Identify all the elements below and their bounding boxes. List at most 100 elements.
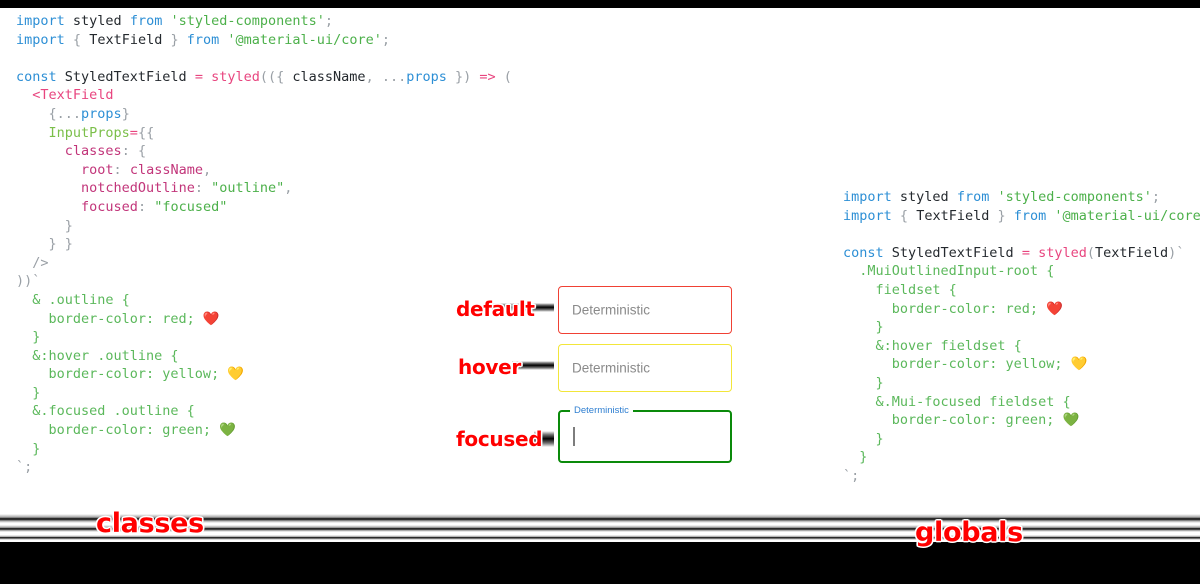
code-token: className xyxy=(129,161,203,178)
code-token: &:hover .outline { xyxy=(16,347,179,364)
code-token: ` xyxy=(1176,244,1185,261)
bottom-divider-zone xyxy=(0,498,1200,584)
code-token: : xyxy=(113,161,122,178)
code-line: import { TextField } from '@material-ui/… xyxy=(843,207,1200,226)
code-token xyxy=(16,218,65,234)
code-token: ` xyxy=(843,467,852,484)
code-token: StyledTextField xyxy=(883,244,1022,261)
code-token: styled xyxy=(891,189,957,205)
code-token: , xyxy=(202,161,212,178)
code-token xyxy=(16,87,32,103)
code-token: TextField xyxy=(81,31,171,48)
code-token: border-color: red; ❤️ xyxy=(16,310,220,327)
code-line: fieldset { xyxy=(843,281,1200,300)
textfield-default[interactable]: Deterministic xyxy=(558,286,732,334)
code-token: &:hover fieldset { xyxy=(843,337,1022,354)
code-token: {{ xyxy=(137,124,155,141)
code-token: border-color: red; ❤️ xyxy=(843,300,1064,317)
code-token: from xyxy=(186,31,220,48)
code-token: } xyxy=(170,31,179,48)
code-token xyxy=(16,106,49,122)
code-token: import xyxy=(843,189,892,205)
code-token: /> xyxy=(32,254,49,271)
code-token xyxy=(1006,208,1014,224)
code-line: } xyxy=(16,217,512,236)
code-token: props xyxy=(81,105,122,122)
code-line: import styled from 'styled-components'; xyxy=(16,12,512,31)
code-token: = xyxy=(194,68,203,85)
code-token: ` xyxy=(32,273,41,290)
code-line: .MuiOutlinedInput-root { xyxy=(843,262,1200,281)
caption-globals: globals xyxy=(915,517,1023,548)
code-token: classes xyxy=(64,143,122,160)
code-token: ... xyxy=(381,68,407,85)
code-line: &.Mui-focused fieldset { xyxy=(843,393,1200,412)
divider-band-2 xyxy=(0,525,1200,532)
code-token: border-color: yellow; 💛 xyxy=(16,366,245,383)
code-line: &:hover fieldset { xyxy=(843,337,1200,356)
code-token: ` xyxy=(16,459,25,476)
code-token: InputProps xyxy=(48,124,130,141)
code-line: focused: "focused" xyxy=(16,198,512,217)
textfield-focused[interactable]: Deterministic xyxy=(558,406,732,463)
connector-hover xyxy=(512,361,554,370)
code-token: = xyxy=(1021,244,1030,261)
code-line: border-color: red; ❤️ xyxy=(843,300,1200,319)
code-token: ; xyxy=(851,467,860,484)
code-token: ) xyxy=(1168,244,1177,261)
code-token: (( xyxy=(259,68,277,85)
code-token: focused xyxy=(81,198,138,215)
code-line: InputProps={{ xyxy=(16,124,512,143)
code-line: import { TextField } from '@material-ui/… xyxy=(16,31,512,50)
code-line: border-color: green; 💚 xyxy=(843,411,1200,430)
code-token: } xyxy=(64,217,73,234)
code-token: { xyxy=(72,31,82,48)
code-token: 'styled-components' xyxy=(170,13,325,29)
code-line xyxy=(843,225,1200,244)
code-token: from xyxy=(1013,207,1047,224)
textfield-focused-outline: Deterministic xyxy=(558,406,732,463)
code-line: {...props} xyxy=(16,105,512,124)
code-line: notchedOutline: "outline", xyxy=(16,179,512,198)
code-token: root xyxy=(81,161,114,178)
annotation-default-label: default xyxy=(456,297,535,321)
code-token: } xyxy=(16,329,41,346)
code-token: props xyxy=(406,68,447,85)
code-token xyxy=(65,32,73,48)
code-token xyxy=(16,199,81,215)
code-token xyxy=(16,125,49,141)
code-line: } xyxy=(843,374,1200,393)
code-token: } xyxy=(843,319,884,336)
code-token: ; xyxy=(24,459,33,476)
code-token: ... xyxy=(56,105,82,122)
code-line: root: className, xyxy=(16,161,512,180)
code-line: &.focused .outline { xyxy=(16,402,512,421)
code-token: 'styled-components' xyxy=(997,189,1152,205)
code-token: styled xyxy=(1038,244,1087,261)
divider-band-1 xyxy=(0,514,1200,523)
code-line: const StyledTextField = styled(TextField… xyxy=(843,244,1200,263)
code-token: ; xyxy=(381,31,390,48)
code-token: const xyxy=(843,244,884,261)
textfield-hover-placeholder: Deterministic xyxy=(572,360,651,376)
textfield-focused-label: Deterministic xyxy=(574,405,629,416)
code-line: `; xyxy=(843,467,1200,486)
code-line: const StyledTextField = styled(({ classN… xyxy=(16,68,512,87)
code-token: ; xyxy=(324,13,334,29)
code-token: from xyxy=(129,13,163,29)
code-token: , xyxy=(284,180,293,197)
code-token: } xyxy=(843,374,884,391)
code-token: ( xyxy=(495,68,512,85)
textfield-hover[interactable]: Deterministic xyxy=(558,344,732,392)
annotation-focused-label: focused xyxy=(456,427,543,451)
code-token: fieldset { xyxy=(843,281,957,298)
connector-default xyxy=(492,303,554,312)
code-line: } xyxy=(16,328,512,347)
bottom-black-bar xyxy=(0,542,1200,584)
code-token: { xyxy=(899,207,909,224)
code-token: <TextField xyxy=(32,87,114,104)
code-token: = xyxy=(129,124,138,141)
code-token xyxy=(179,32,187,48)
code-token: .MuiOutlinedInput-root { xyxy=(843,263,1055,280)
code-token: { xyxy=(48,105,57,122)
